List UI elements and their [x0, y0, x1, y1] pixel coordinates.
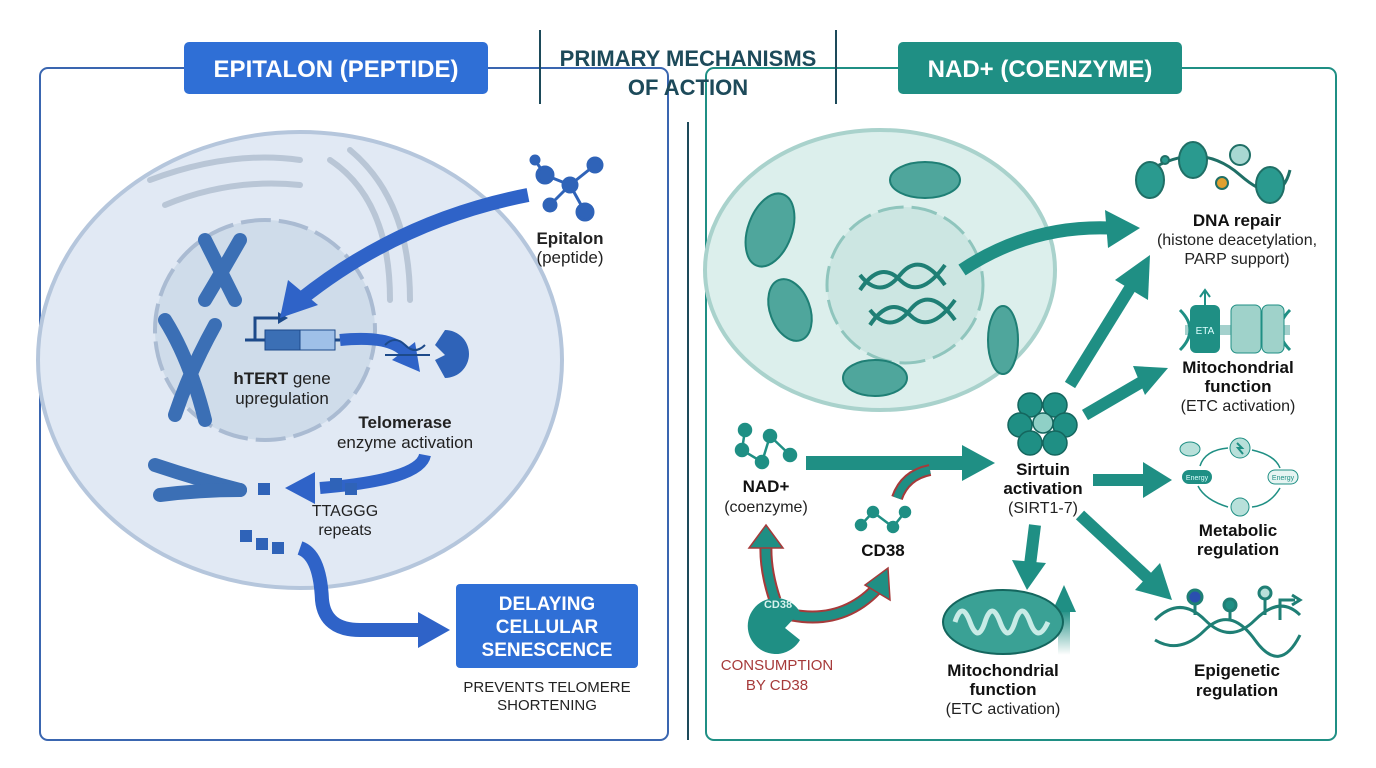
nucleus-to-dna-repair-arrow: [958, 221, 1111, 276]
note-line1: PREVENTS TELOMERE: [463, 679, 630, 696]
repeats-label: TTAGGG: [312, 503, 378, 520]
outcome-line1: DELAYING: [499, 594, 595, 615]
cd38-to-sirtuin-arrow-fill: [893, 466, 931, 500]
sirtuin-line2: activation: [1003, 479, 1082, 498]
consumption-line1: CONSUMPTION: [721, 657, 834, 674]
epitalon-to-gene-arrow: [295, 188, 530, 306]
svg-text:ETA: ETA: [1196, 326, 1215, 337]
nad-sub: (coenzyme): [724, 499, 808, 516]
mito-bottom-line1: Mitochondrial: [947, 661, 1058, 680]
mitochondria-icon: [744, 161, 1019, 397]
outcome-line3: SENESCENCE: [482, 640, 613, 661]
nad-label: NAD+: [743, 477, 790, 496]
center-title-line2: OF ACTION: [628, 75, 748, 100]
nad-header: NAD+ (COENZYME): [928, 56, 1153, 83]
sirtuin-protein-icon: [1007, 392, 1078, 456]
repeats-label-line2: repeats: [318, 522, 371, 539]
dna-repair-icon: [1135, 141, 1292, 204]
svg-text:Energy: Energy: [1272, 475, 1295, 482]
arrowhead: [962, 445, 995, 481]
mito-bottom-line3: (ETC activation): [946, 701, 1061, 718]
chromosome-icon: [158, 233, 247, 427]
sirtuin-line1: Sirtuin: [1016, 460, 1070, 479]
cd38-molecule-icon: [854, 505, 912, 534]
metabolic-line1: Metabolic: [1199, 521, 1277, 540]
outcome-line2: CELLULAR: [496, 617, 599, 638]
dna-helix-icon: [858, 262, 957, 327]
nad-molecule-icon: [734, 422, 798, 470]
upregulation-arrowhead: [1052, 585, 1076, 612]
arrowhead: [1105, 210, 1140, 248]
svg-text:Energy: Energy: [1186, 475, 1209, 482]
nad-to-sirtuin-arrow: [806, 456, 966, 470]
epitalon-molecule-icon: [529, 154, 604, 222]
sirtuin-line3: (SIRT1-7): [1008, 500, 1078, 517]
epigenetic-line1: Epigenetic: [1194, 661, 1280, 680]
dna-repair-line3: PARP support): [1184, 251, 1289, 268]
epigenetic-line2: regulation: [1196, 681, 1278, 700]
consumption-line2: BY CD38: [746, 677, 808, 694]
gene-to-telomerase-arrow: [339, 332, 410, 357]
arrowhead: [418, 612, 450, 648]
telomere-chromosome-icon: [148, 458, 357, 554]
telomerase-label: Telomerase: [358, 413, 451, 432]
note-line2: SHORTENING: [497, 697, 597, 714]
cd38-label: CD38: [861, 541, 904, 560]
mito-bottom-line2: function: [969, 680, 1036, 699]
cd38-enzyme-label: CD38: [764, 599, 792, 611]
mito-right-line1: Mitochondrial: [1182, 358, 1293, 377]
hTERT-label: hTERT gene: [233, 369, 330, 388]
mito-right-line2: function: [1204, 377, 1271, 396]
center-title-line1: PRIMARY MECHANISMS: [560, 46, 817, 71]
arrowhead: [285, 472, 315, 504]
dna-repair-line2: (histone deacetylation,: [1157, 232, 1317, 249]
nad-header-box: [898, 42, 1182, 94]
telomerase-sub: enzyme activation: [337, 433, 473, 452]
mito-right-line3: (ETC activation): [1181, 398, 1296, 415]
metabolic-line2: regulation: [1197, 540, 1279, 559]
mitochondrion-icon: [942, 589, 1064, 655]
telomerase-enzyme-icon: [384, 330, 469, 378]
sirtuin-output-arrows: [1012, 255, 1172, 600]
outcome-box: [456, 584, 638, 668]
cd38-enzyme-icon: [747, 598, 800, 655]
etc-complex-icon: ETA: [1178, 288, 1292, 354]
epitalon-sub: (peptide): [536, 248, 603, 267]
epitalon-label: Epitalon: [536, 229, 603, 248]
hTERT-label-line2: upregulation: [235, 389, 329, 408]
gene-icon: [245, 312, 340, 351]
cd38-consumption-arrows: [747, 523, 891, 624]
epitalon-header: EPITALON (PEPTIDE): [214, 56, 459, 83]
epigenetic-dna-icon: [1153, 585, 1303, 658]
telomere-to-outcome-arrow: [296, 541, 420, 637]
epitalon-header-box: [184, 42, 488, 94]
metabolic-cycle-icon: Energy Energy: [1179, 437, 1299, 517]
arrowhead: [280, 280, 318, 318]
dna-repair-title: DNA repair: [1193, 211, 1282, 230]
